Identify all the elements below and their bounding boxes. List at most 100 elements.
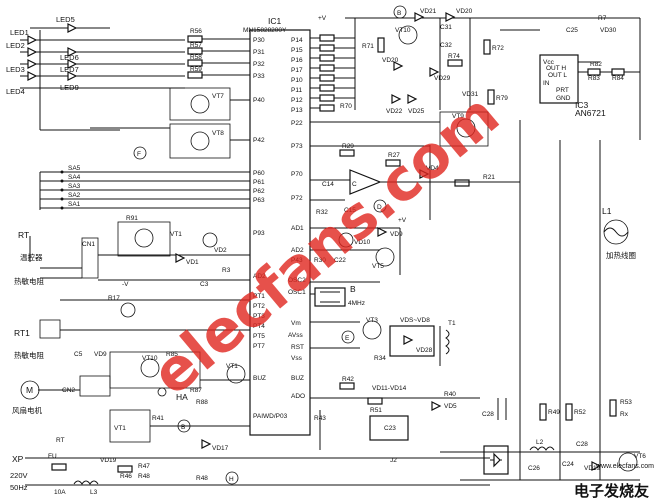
r91-label: R91	[126, 215, 138, 222]
ic1-pin-p15: P15	[291, 47, 303, 54]
r48-label: R48	[196, 475, 208, 482]
vt6-label: VT6	[634, 453, 646, 460]
buzzer-label: HA	[176, 392, 188, 402]
t1-label: T1	[448, 320, 456, 327]
j2-label: J2	[390, 457, 397, 464]
ic1-pin-ado: ADO	[291, 393, 305, 400]
ic1-pin-p63: P63	[253, 197, 265, 204]
ic3-pin-prt: PRT	[556, 87, 569, 94]
led-array: LED1 LED5 LED2 LED6 LED3 LED7 LED4 LED9	[6, 15, 185, 131]
ic1-pin-p16: P16	[291, 57, 303, 64]
r53-label: Rx	[620, 411, 629, 418]
vt1-vt2-block: R91 VT1 VD1 VD2 R3 C3 -V R17	[108, 215, 231, 318]
c32-label: C32	[440, 42, 452, 49]
ic3-pin-in: IN	[543, 80, 550, 87]
r87-label: R87	[190, 387, 202, 394]
ic1-pin-p32: P32	[253, 61, 265, 68]
ic1-pin-vss: Vss	[291, 355, 303, 362]
c-marker: C	[352, 181, 357, 188]
vd25-label: VD22	[386, 108, 403, 115]
f-marker: F	[137, 151, 141, 158]
ic1-pin-p93: P93	[253, 230, 265, 237]
ic1-pin-p33: P33	[253, 73, 265, 80]
ic1-pin-osc1: OSC1	[288, 289, 306, 296]
ic1-pin-p22: P22	[291, 120, 303, 127]
brand-text: 电子发烧友	[574, 482, 649, 500]
c24-label: C23	[384, 425, 396, 432]
vd20-label: VD19	[584, 465, 601, 472]
ic1-pin-vm: Vm	[291, 320, 301, 327]
reset-supply-stage: VT3 E VDS~VD8 VD28 T1 R34	[310, 317, 456, 366]
switch-bank: F SA5 SA4 SA3 SA2 SA1	[39, 146, 250, 210]
rectifier-network: R42 VD11-VD14 R51 C23 VD5 R40 R43 J2	[310, 376, 480, 464]
ic1-pin-ad2: AD2	[291, 247, 304, 254]
d-marker: D	[377, 204, 382, 211]
led4-label: LED4	[6, 87, 25, 96]
ic3-pin-outh: OUT H	[546, 65, 566, 72]
mains-voltage: 220V	[10, 471, 28, 480]
ic1-pin-pt7: PT7	[253, 343, 265, 350]
sa1-label: SA1	[68, 201, 81, 208]
r43-label: R43	[314, 415, 326, 422]
r50-label: R51	[370, 407, 382, 414]
motor-symbol: M	[26, 385, 33, 395]
ic1-pin-p17: P17	[291, 67, 303, 74]
r74-label: R74	[448, 53, 460, 60]
r85-label: R85	[166, 351, 178, 358]
r51-label: R52	[574, 409, 586, 416]
ic1-pin-p60: P60	[253, 170, 265, 177]
r84-label: R84	[612, 75, 624, 82]
ic1-pin-p12: P12	[291, 97, 303, 104]
r46-label: R47	[138, 463, 150, 470]
ic1-pin-pt1: PT1	[253, 293, 265, 300]
thermistor-label: 热敏电阻	[14, 276, 44, 286]
ic1-pin-p43: P43	[291, 257, 303, 264]
mains-input: XP 220V 50Hz FU 10A L3 R46 R48 R47 R48 H…	[10, 437, 490, 496]
led6-label: LED6	[60, 53, 79, 62]
vt10-label-2: VT10	[142, 355, 158, 362]
vd22-label: VD21	[420, 8, 437, 15]
top-right-drive-stage: +V B VT10 VD21 VD20 R71 R72 C31 C32 VD22…	[318, 5, 640, 115]
c28-label: C28	[482, 411, 494, 418]
r21-label: R21	[483, 174, 495, 181]
sa4-label: SA4	[68, 174, 81, 181]
c14-label: C14	[322, 181, 334, 188]
ic1-pin-buz-left: BUZ	[253, 375, 266, 382]
c15-label: C15	[344, 207, 356, 214]
r82-label: R82	[590, 61, 602, 68]
c3-label: C3	[200, 281, 209, 288]
led3-label: LED3	[6, 65, 25, 74]
vd28-label: VD28	[416, 347, 433, 354]
r57-label: R57	[190, 42, 202, 49]
ic1-pin-p73: P73	[291, 143, 303, 150]
ic3-part: AN6721	[575, 108, 606, 118]
ic3-pin-outl: OUT L	[548, 72, 567, 79]
r52-label: R53	[620, 399, 632, 406]
st-label: RT	[18, 230, 29, 240]
watermark: elecfans.com	[139, 80, 512, 408]
vd26-label: VD25	[408, 108, 425, 115]
vd4-label: VD4	[426, 165, 439, 172]
ic1-pin-p10: P10	[291, 77, 303, 84]
r58-label: R58	[190, 54, 202, 61]
c30-label: C28	[576, 441, 588, 448]
l2-label: L2	[536, 439, 544, 446]
led9-label: LED9	[60, 83, 79, 92]
c31-label: C31	[440, 24, 452, 31]
ic3-driver: Vcc OUT H OUT L IN PRT GND IC3 AN6721 R8…	[539, 15, 641, 140]
vd17-label: VD17	[212, 445, 229, 452]
c26-label: C25	[566, 27, 578, 34]
mains-freq: 50Hz	[10, 483, 28, 492]
vt9-transistor: VT9	[310, 111, 489, 147]
ic1-pin-p13: P13	[291, 107, 303, 114]
led1-label: LED1	[10, 28, 29, 37]
ic1-pin-ad1: AD1	[291, 225, 304, 232]
sa5-label: SA5	[68, 165, 81, 172]
sa3-label: SA3	[68, 183, 81, 190]
vt5-label: VT5	[372, 263, 384, 270]
brand-url: www.elecfans.com	[595, 463, 654, 470]
r70-label: R70	[340, 103, 352, 110]
r47-label: R48	[138, 473, 150, 480]
vt7-label: VT7	[212, 93, 224, 100]
